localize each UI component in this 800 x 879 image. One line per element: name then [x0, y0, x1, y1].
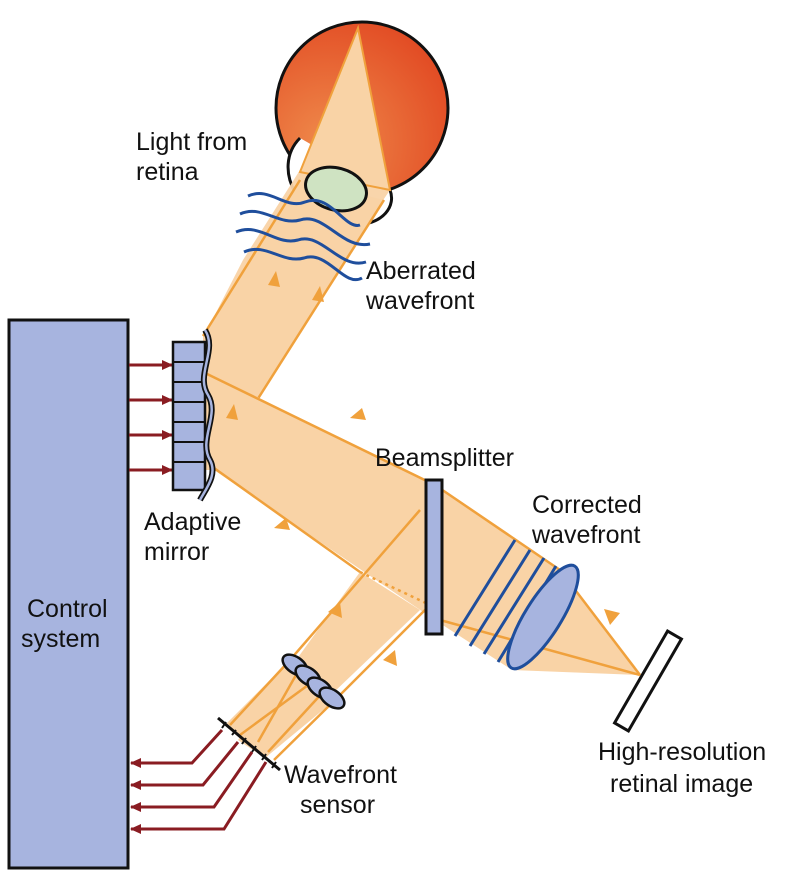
label-retinal-image: High-resolution retinal image	[598, 738, 773, 798]
beam-mirror-to-splitter	[203, 370, 435, 620]
wavefront-sensor	[217, 716, 281, 772]
beam-direction-arrows	[226, 271, 620, 666]
label-beamsplitter: Beamsplitter	[375, 444, 514, 472]
label-wavefront-sensor: Wavefront sensor	[284, 761, 404, 819]
beam-corrected	[435, 485, 640, 675]
control-system-box	[7, 318, 130, 870]
aberrated-wavefront	[235, 192, 371, 282]
beamsplitter-plate	[424, 478, 444, 636]
label-control-system: Control system	[21, 595, 115, 653]
mirror-control-arrows	[129, 360, 173, 475]
sensor-control-arrows	[130, 728, 268, 834]
label-aberrated-wavefront: Aberrated wavefront	[365, 257, 483, 315]
label-corrected-wavefront: Corrected wavefront	[531, 491, 649, 549]
beam-dotted-path	[359, 570, 431, 607]
eye-lens	[304, 165, 368, 213]
retinal-image-plate	[612, 629, 684, 733]
lenslet-array	[281, 653, 346, 710]
label-adaptive-mirror: Adaptive mirror	[144, 508, 248, 566]
mirror-actuators	[171, 340, 207, 492]
label-light-from-retina: Light from retina	[136, 128, 254, 186]
adaptive-mirror	[171, 328, 216, 502]
beam-edge-left	[201, 179, 302, 337]
focusing-lens	[506, 563, 580, 671]
